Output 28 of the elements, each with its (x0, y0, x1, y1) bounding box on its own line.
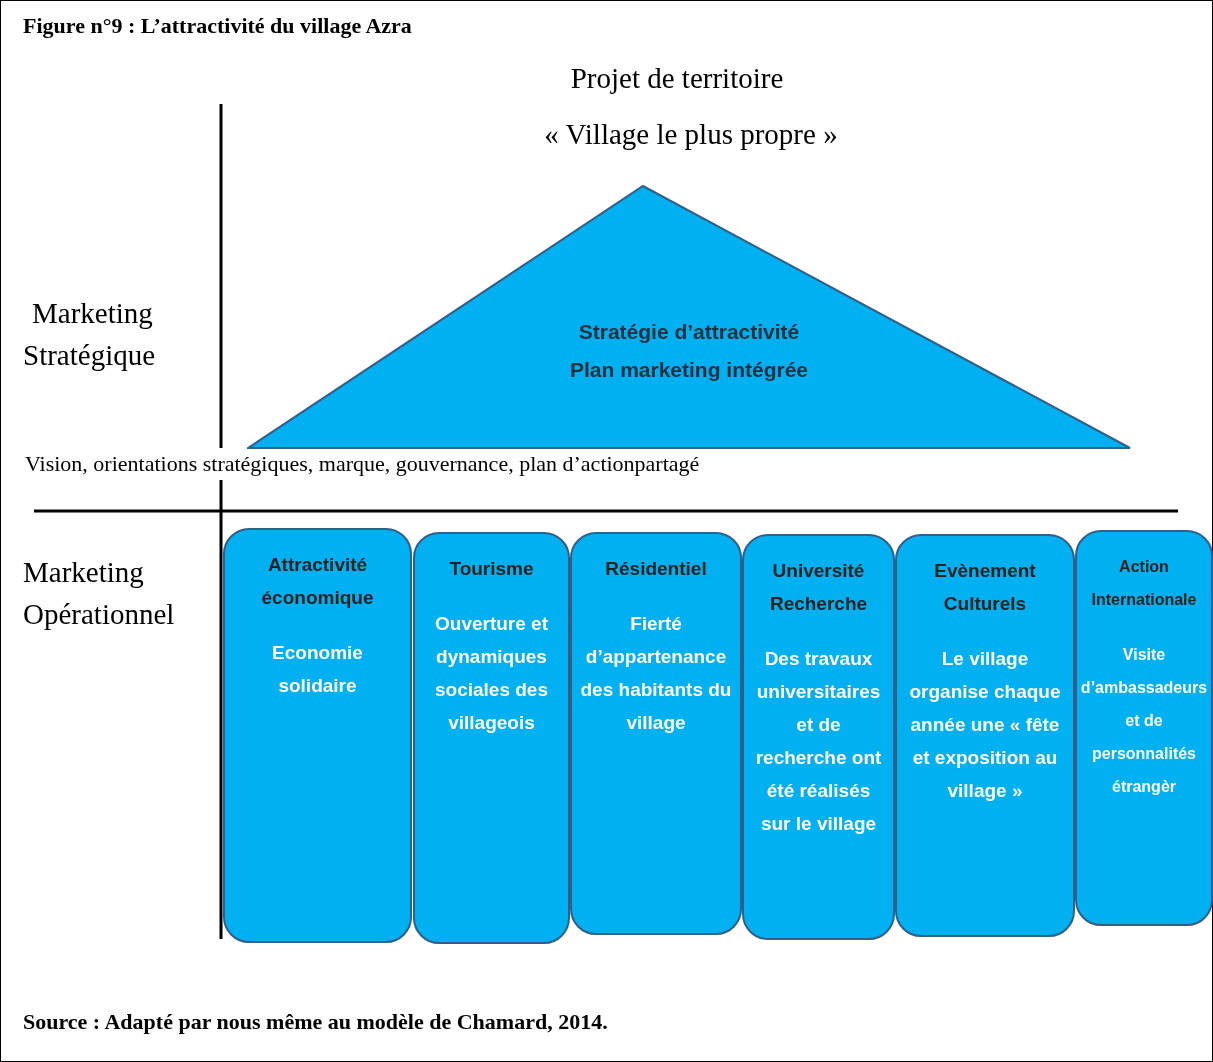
domain-description: Visite d’ambassadeurs et de personnalités étrangèr (1079, 645, 1209, 797)
note-text: Vision, orientations stratégiques, marque, gouvernance, plan d’actionpartagé (23, 448, 702, 480)
figure-title: Figure n°9 : L’attractivité du village Azra (23, 13, 412, 39)
domain-heading: Evènement Culturels (933, 559, 1037, 616)
strategy-triangle (247, 184, 1131, 449)
domain-description: Ouverture et dynamiques sociales des villageois (434, 612, 549, 735)
project-heading: Projet de territoire (569, 61, 785, 96)
domain-card (1075, 530, 1213, 926)
domain-heading: Tourisme (448, 557, 535, 581)
domain-heading: Résidentiel (604, 557, 708, 581)
domain-card (570, 532, 742, 935)
domain-heading: Action Internationale (1090, 557, 1198, 610)
triangle-subtext: Plan marketing intégrée (568, 358, 810, 382)
triangle-heading: Stratégie d’attractivité (577, 320, 801, 344)
section-label: Marketing Opérationnel (23, 555, 176, 633)
domain-heading: Université Recherche (768, 559, 869, 616)
domain-card (895, 534, 1075, 937)
domain-card (413, 532, 570, 944)
domain-card (223, 528, 412, 943)
domain-description: Fierté d’appartenance des habitants du village (579, 612, 733, 735)
domain-description: Economie solidaire (271, 641, 364, 698)
source-caption: Source : Adapté par nous même au modèle de Chamard, 2014. (23, 1009, 608, 1035)
domain-description: Des travaux universitaires et de recherche ont été réalisés sur le village (754, 647, 883, 836)
project-name: « Village le plus propre » (543, 117, 839, 152)
domain-card (742, 534, 895, 940)
section-label: Marketing Stratégique (23, 296, 157, 374)
domain-description: Le village organise chaque année une « fête et exposition au village » (908, 647, 1062, 803)
domain-heading: Attractivité économique (260, 553, 375, 610)
